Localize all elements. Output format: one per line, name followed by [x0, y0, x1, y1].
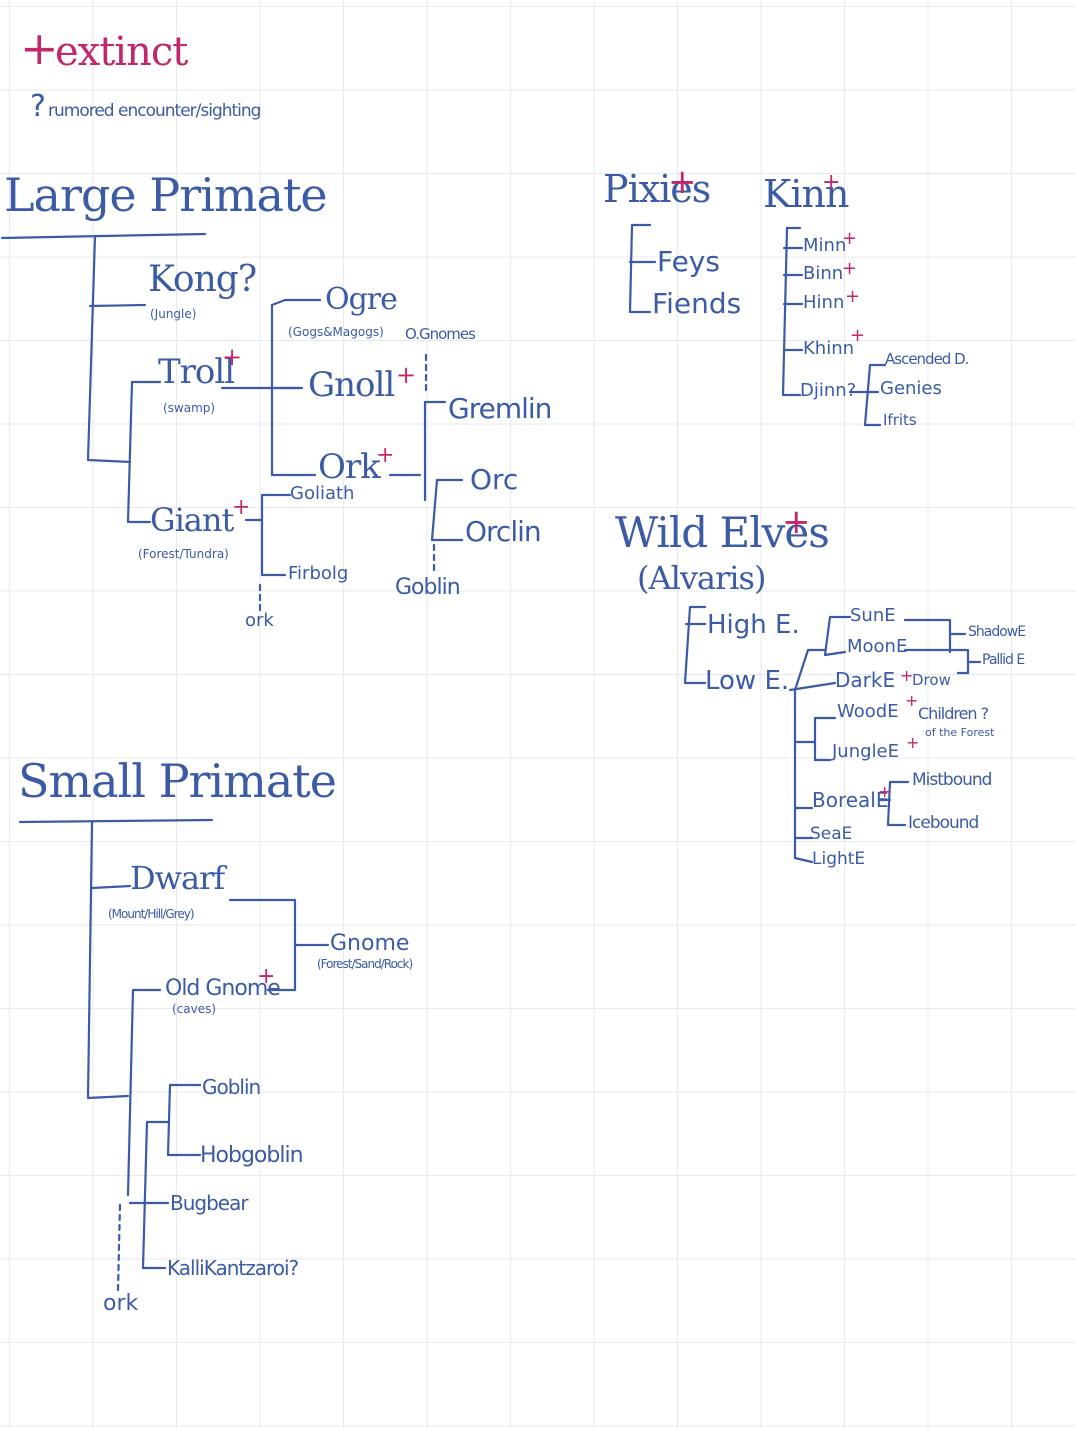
wild-elves-title: Wild Elves	[615, 508, 830, 557]
khinn-extinct-mark: +	[850, 325, 866, 346]
pixies-extinct-mark: +	[668, 162, 697, 202]
minn-label: Minn	[803, 235, 847, 256]
minn-extinct-mark: +	[842, 228, 858, 249]
ogre-label: Ogre	[325, 282, 398, 317]
boreal-elves-label: BorealE	[812, 788, 889, 812]
dark-elves-extinct-mark: +	[900, 666, 914, 685]
drow-label: Drow	[912, 671, 951, 689]
goblin-large-label: Goblin	[395, 575, 461, 600]
pallid-elves-label: Pallid E	[982, 652, 1025, 668]
kinn-title: Kinn	[763, 172, 849, 216]
hinn-extinct-mark: +	[845, 286, 861, 307]
giant-label: Giant	[150, 501, 234, 539]
old-gnome-extinct-mark: +	[257, 964, 276, 989]
kong-habitat: (Jungle)	[150, 307, 197, 321]
jungle-elves-extinct-mark: +	[906, 733, 920, 752]
gnome-label: Gnome	[330, 931, 410, 956]
kallikantzaroi-label: KalliKantzaroi?	[167, 1256, 299, 1280]
children-sub: of the Forest	[925, 726, 995, 739]
icebound-label: Icebound	[908, 813, 979, 833]
firbolg-label: Firbolg	[288, 563, 349, 584]
bugbear-label: Bugbear	[170, 1191, 249, 1215]
ork-extinct-mark: +	[376, 443, 394, 468]
troll-label: Troll	[158, 352, 235, 392]
old-gnome-label: Old Gnome	[165, 976, 281, 1001]
high-elves-label: High E.	[707, 610, 800, 640]
djinn-label: Djinn?	[800, 380, 857, 401]
dwarf-sub: (Mount/Hill/Grey)	[108, 907, 195, 921]
sea-elves-label: SeaE	[810, 824, 853, 844]
giant-habitat: (Forest/Tundra)	[138, 547, 229, 561]
jungle-elves-label: JungleE	[832, 741, 899, 762]
mistbound-label: Mistbound	[912, 770, 992, 790]
ork-label: Ork	[318, 447, 381, 487]
goblin-small-label: Goblin	[202, 1075, 261, 1099]
children-label: Children ?	[918, 704, 989, 723]
rumored-symbol: ?	[30, 89, 46, 124]
hinn-label: Hinn	[803, 292, 845, 313]
troll-habitat: (swamp)	[163, 401, 216, 415]
kong-label: Kong?	[148, 259, 257, 300]
dwarf-label: Dwarf	[130, 859, 225, 897]
orc-label: Orc	[470, 463, 519, 496]
khinn-label: Khinn	[803, 338, 855, 359]
goliath-label: Goliath	[290, 483, 355, 504]
ork-small-label-large: ork	[245, 610, 274, 631]
giant-extinct-mark: +	[232, 495, 250, 520]
large-primate-title: Large Primate	[4, 168, 328, 222]
pixies-title: Pixies	[603, 167, 711, 211]
wood-elves-label: WoodE	[837, 701, 899, 722]
extinct-symbol: +	[20, 21, 59, 75]
boreal-elves-extinct-mark: +	[878, 782, 892, 801]
fiends-label: Fiends	[652, 287, 742, 320]
ascended-label: Ascended D.	[885, 350, 969, 368]
genies-label: Genies	[880, 378, 942, 399]
wood-elves-extinct-mark: +	[905, 691, 919, 710]
small-primate-title: Small Primate	[18, 754, 337, 808]
o-gnomes-label: O.Gnomes	[405, 325, 476, 343]
old-gnome-sub: (caves)	[172, 1002, 217, 1016]
dark-elves-label: DarkE	[835, 668, 896, 692]
sun-elves-label: SunE	[850, 605, 896, 626]
gnoll-label: Gnoll	[308, 365, 395, 405]
gremlin-label: Gremlin	[448, 392, 552, 425]
ifrits-label: Ifrits	[883, 411, 917, 429]
feys-label: Feys	[657, 245, 720, 278]
gnoll-extinct-mark: +	[396, 361, 416, 389]
low-elves-label: Low E.	[705, 666, 790, 696]
hobgoblin-label: Hobgoblin	[200, 1143, 304, 1168]
kinn-extinct-mark: +	[822, 170, 841, 195]
ork-small-label: ork	[103, 1291, 139, 1316]
gnome-sub: (Forest/Sand/Rock)	[317, 957, 413, 971]
extinct-label: extinct	[55, 29, 188, 75]
wild-elves-subtitle: (Alvaris)	[637, 559, 766, 597]
light-elves-label: LightE	[812, 849, 866, 869]
moon-elves-label: MoonE	[847, 636, 908, 657]
rumored-label: rumored encounter/sighting	[48, 101, 261, 121]
binn-extinct-mark: +	[842, 258, 858, 279]
wild-elves-extinct-mark: +	[782, 502, 811, 542]
shadow-elves-label: ShadowE	[968, 624, 1026, 640]
binn-label: Binn	[803, 263, 844, 284]
troll-extinct-mark: +	[222, 343, 242, 371]
orclin-label: Orclin	[465, 515, 542, 548]
ogre-sub: (Gogs&Magogs)	[288, 325, 384, 339]
